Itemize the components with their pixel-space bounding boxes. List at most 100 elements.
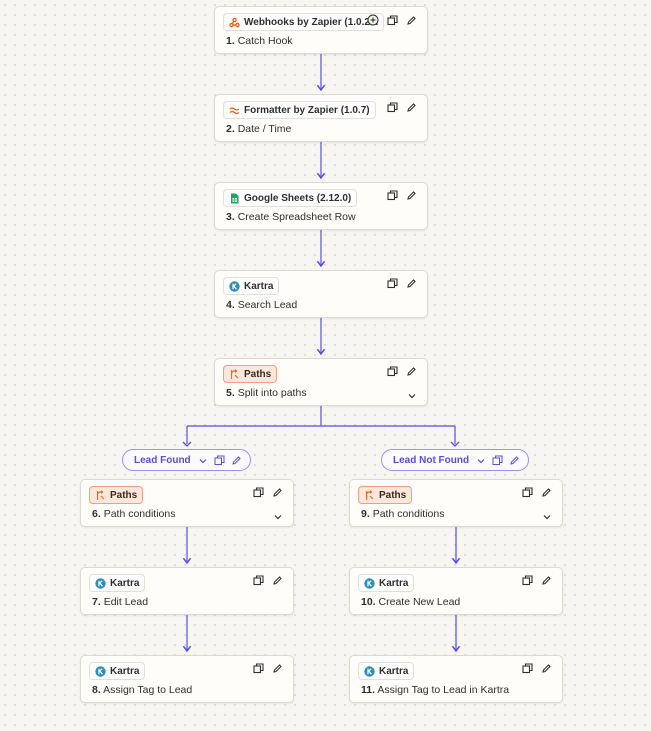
paths-icon: [95, 489, 106, 501]
step-title: 1. Catch Hook: [226, 35, 293, 47]
path-pill-lead-found[interactable]: Lead Found: [122, 449, 251, 471]
step-number: 3.: [226, 211, 235, 223]
step-card-11[interactable]: Kartra 11. Assign Tag to Lead in Kartra: [349, 655, 563, 703]
step-card-9[interactable]: Paths 9. Path conditions: [349, 479, 563, 527]
copy-icon[interactable]: [387, 278, 398, 289]
step-action: Edit Lead: [103, 596, 149, 608]
step-card-1[interactable]: Webhooks by Zapier (1.0.2... 1. Catch Hoo…: [214, 6, 428, 54]
step-number: 5.: [226, 387, 235, 399]
step-number: 6.: [92, 508, 101, 520]
chevron-down-icon[interactable]: [475, 455, 486, 466]
app-name: Kartra: [244, 280, 274, 292]
edit-icon[interactable]: [406, 366, 417, 377]
edit-icon[interactable]: [406, 15, 417, 26]
step-action: Create Spreadsheet Row: [237, 211, 356, 223]
copy-icon[interactable]: [522, 487, 533, 498]
kartra-icon: [364, 665, 375, 677]
app-name: Kartra: [110, 665, 140, 677]
step-action: Catch Hook: [237, 35, 293, 47]
app-badge: Kartra: [89, 662, 146, 680]
step-card-2[interactable]: Formatter by Zapier (1.0.7)2. Date / Tim…: [214, 94, 428, 142]
kartra-icon: [95, 577, 106, 589]
step-action: Assign Tag to Lead: [103, 684, 193, 696]
step-action: Create New Lead: [378, 596, 461, 608]
copy-icon[interactable]: [253, 487, 264, 498]
app-name: Paths: [379, 489, 407, 501]
copy-icon[interactable]: [253, 663, 264, 674]
edit-icon[interactable]: [272, 487, 283, 498]
step-title: 11. Assign Tag to Lead in Kartra: [361, 684, 509, 696]
chevron-down-icon[interactable]: [197, 455, 208, 466]
step-title: 5. Split into paths: [226, 387, 307, 399]
copy-icon[interactable]: [522, 663, 533, 674]
copy-icon[interactable]: [214, 455, 225, 466]
webhook-icon: [229, 17, 240, 28]
path-label: Lead Found: [134, 454, 191, 466]
path-label: Lead Not Found: [393, 454, 470, 466]
edit-icon[interactable]: [541, 663, 552, 674]
edit-icon[interactable]: [406, 278, 417, 289]
app-name: Kartra: [379, 577, 409, 589]
step-number: 8.: [92, 684, 101, 696]
chevron-down-icon[interactable]: [272, 511, 283, 522]
step-action: Path conditions: [103, 508, 176, 520]
kartra-icon: [95, 665, 106, 677]
formatter-icon: [229, 105, 240, 116]
copy-icon[interactable]: [387, 102, 398, 113]
step-title: 8. Assign Tag to Lead: [92, 684, 192, 696]
step-action: Date / Time: [237, 123, 292, 135]
edit-icon[interactable]: [541, 487, 552, 498]
step-title: 6. Path conditions: [92, 508, 176, 520]
copy-icon[interactable]: [492, 455, 503, 466]
edit-icon[interactable]: [406, 102, 417, 113]
copy-icon[interactable]: [387, 190, 398, 201]
app-badge: Paths: [223, 365, 278, 383]
edit-icon[interactable]: [272, 575, 283, 586]
step-action: Path conditions: [372, 508, 445, 520]
copy-icon[interactable]: [253, 575, 264, 586]
app-name: Formatter by Zapier (1.0.7): [244, 104, 370, 116]
edit-icon[interactable]: [406, 190, 417, 201]
step-card-8[interactable]: Kartra 8. Assign Tag to Lead: [80, 655, 294, 703]
paths-icon: [229, 368, 240, 380]
copy-icon[interactable]: [522, 575, 533, 586]
kartra-icon: [364, 577, 375, 589]
chevron-down-icon[interactable]: [406, 390, 417, 401]
chevron-down-icon[interactable]: [541, 511, 552, 522]
step-title: 9. Path conditions: [361, 508, 445, 520]
step-number: 9.: [361, 508, 370, 520]
copy-icon[interactable]: [387, 14, 398, 26]
edit-icon[interactable]: [541, 575, 552, 586]
path-pill-lead-not-found[interactable]: Lead Not Found: [381, 449, 529, 471]
step-title: 10. Create New Lead: [361, 596, 460, 608]
app-badge: Kartra: [358, 662, 415, 680]
app-name: Webhooks by Zapier (1.0.2...: [244, 16, 379, 28]
add-icon[interactable]: [367, 14, 379, 26]
step-number: 11.: [361, 684, 376, 696]
step-action: Search Lead: [237, 299, 298, 311]
app-name: Kartra: [379, 665, 409, 677]
step-action: Split into paths: [237, 387, 307, 399]
app-badge: Google Sheets (2.12.0): [223, 189, 358, 207]
app-badge: Formatter by Zapier (1.0.7): [223, 101, 376, 119]
kartra-icon: [229, 280, 240, 292]
edit-icon[interactable]: [509, 455, 520, 466]
app-badge: Webhooks by Zapier (1.0.2...: [223, 13, 385, 31]
step-card-10[interactable]: Kartra 10. Create New Lead: [349, 567, 563, 615]
edit-icon[interactable]: [231, 455, 242, 466]
app-badge: Kartra: [358, 574, 415, 592]
app-name: Google Sheets (2.12.0): [244, 192, 352, 204]
app-name: Kartra: [110, 577, 140, 589]
step-card-5[interactable]: Paths 5. Split into paths: [214, 358, 428, 406]
copy-icon[interactable]: [387, 366, 398, 377]
step-card-3[interactable]: Google Sheets (2.12.0) 3. Create Spreadsh…: [214, 182, 428, 230]
step-title: 3. Create Spreadsheet Row: [226, 211, 356, 223]
google-sheets-icon: [229, 193, 240, 204]
connector-split: [186, 406, 456, 444]
edit-icon[interactable]: [272, 663, 283, 674]
app-badge: Kartra: [89, 574, 146, 592]
